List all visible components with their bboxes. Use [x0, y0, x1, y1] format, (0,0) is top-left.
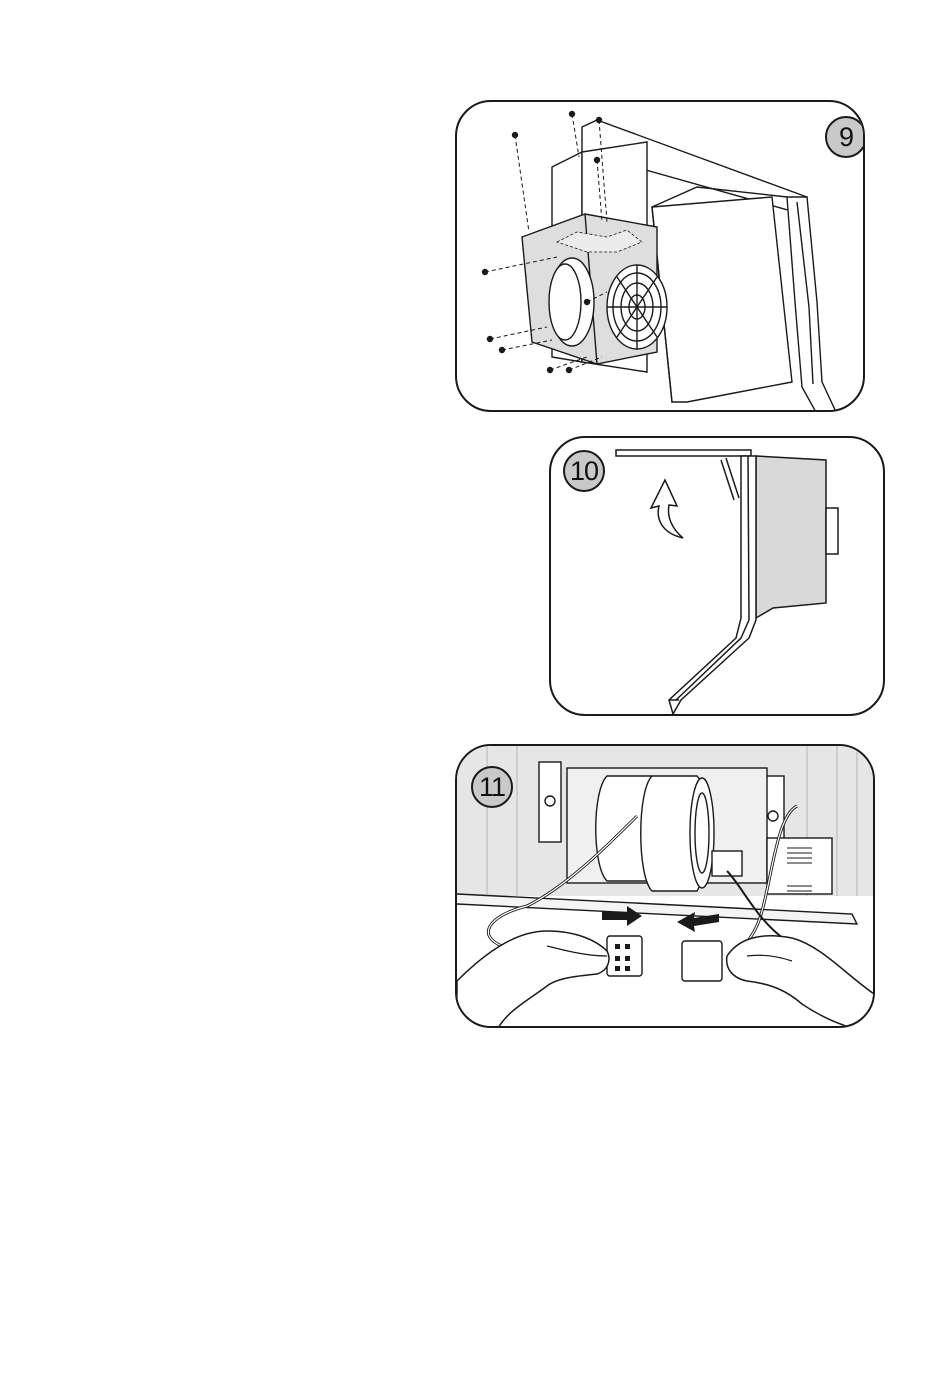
right-connector	[682, 941, 722, 981]
left-bracket	[539, 762, 561, 842]
right-hand	[727, 936, 875, 1028]
lift-arrow	[651, 480, 683, 538]
left-hand	[457, 931, 609, 1028]
step-10-badge: 10	[563, 450, 605, 492]
step-11-illustration	[457, 746, 875, 1028]
step-10-panel: 10	[549, 436, 885, 716]
step-9-illustration	[457, 102, 865, 412]
hood-glass-profile	[669, 456, 756, 714]
step-11-panel: 11	[455, 744, 875, 1028]
hood-body-side	[756, 456, 826, 618]
filter-panel-raised	[616, 450, 751, 456]
hood-front-glass	[787, 197, 837, 412]
step-9-panel: 9	[455, 100, 865, 412]
left-connector	[607, 936, 642, 976]
step-11-badge: 11	[471, 766, 513, 808]
hood-body	[652, 197, 792, 402]
step-9-badge: 9	[825, 116, 865, 158]
